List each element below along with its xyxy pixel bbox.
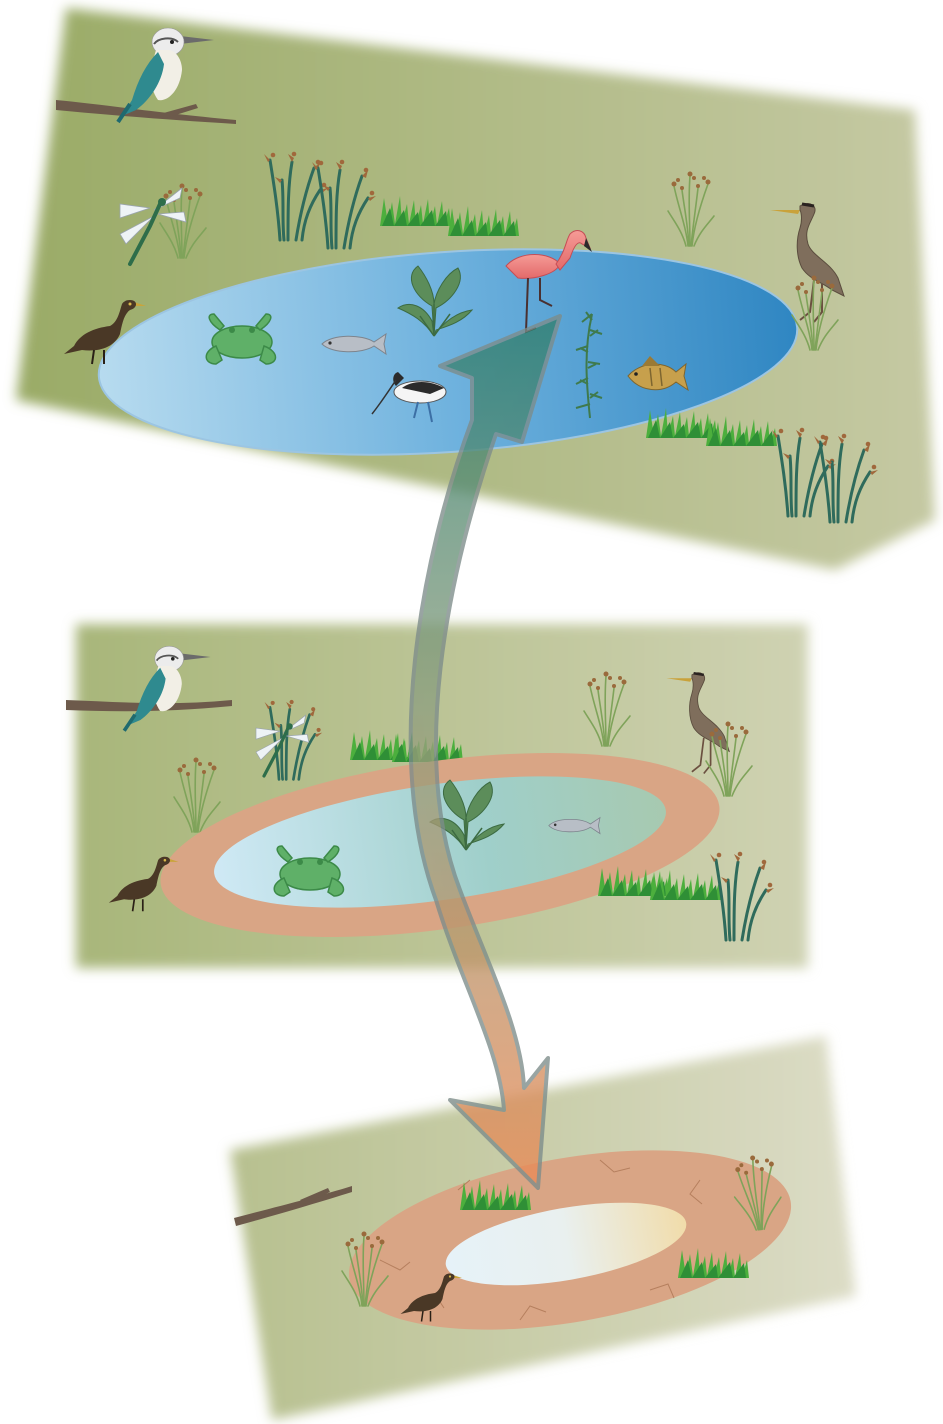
wetland-drying-diagram [0,0,943,1424]
